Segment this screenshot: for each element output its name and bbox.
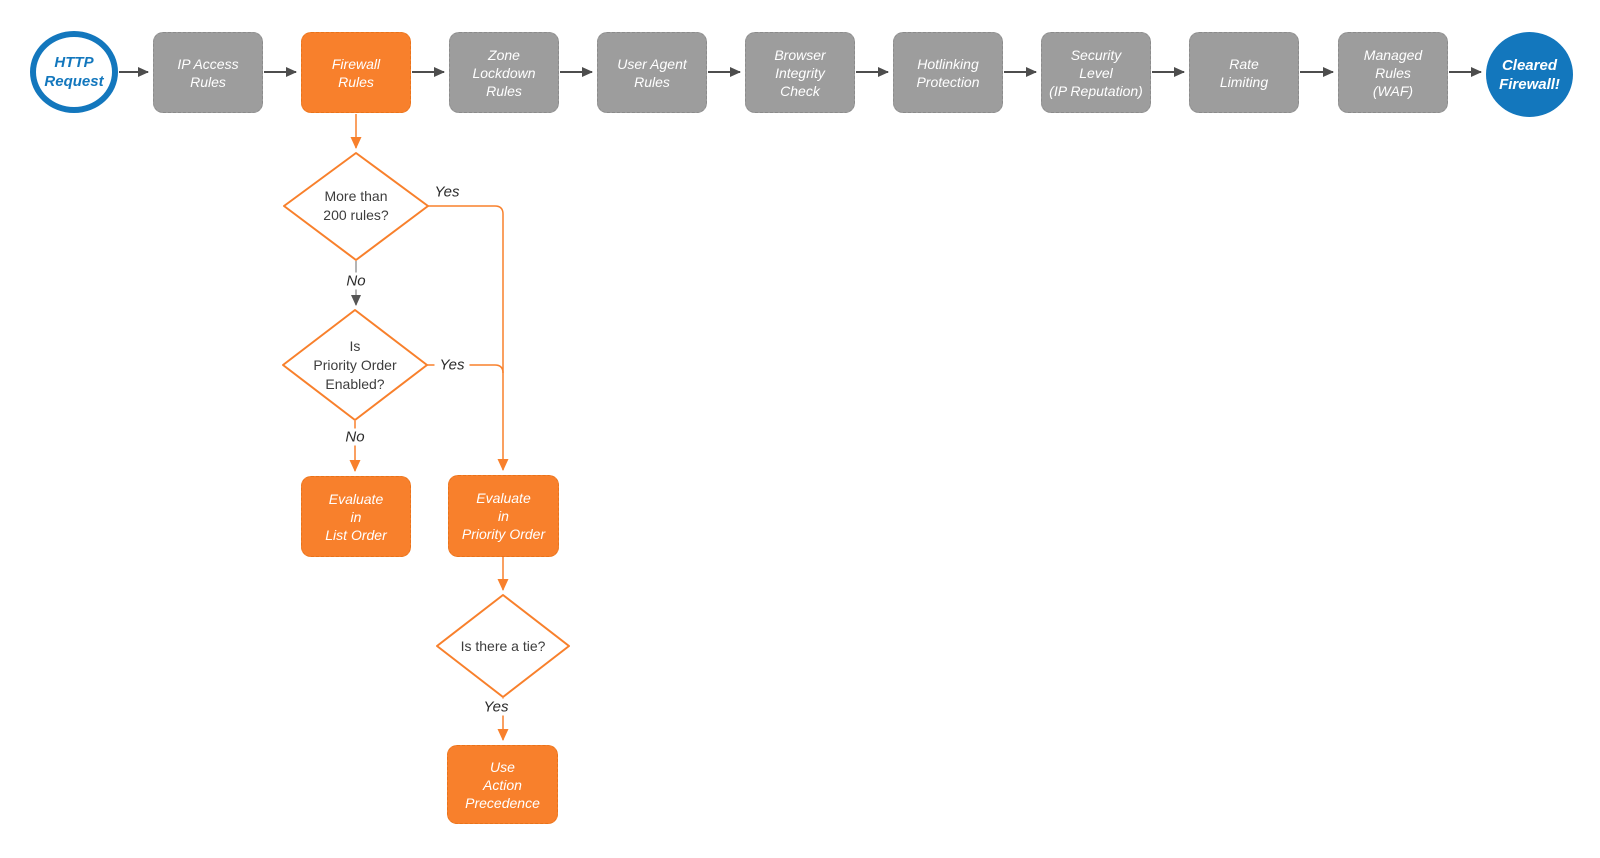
decision-more-than-200-question: More than 200 rules? bbox=[323, 188, 389, 223]
user-agent-rules-node: User Agent Rules bbox=[597, 32, 707, 113]
evaluate-priority-order-node: Evaluate in Priority Order bbox=[448, 475, 559, 557]
decision-priority-enabled-question: Is Priority Order Enabled? bbox=[313, 337, 397, 392]
firewall-rules-node: Firewall Rules bbox=[301, 32, 411, 113]
evaluate-list-order-node: Evaluate in List Order bbox=[301, 476, 411, 557]
decision-priority-enabled-diamond bbox=[282, 309, 428, 421]
use-action-precedence-node: Use Action Precedence bbox=[447, 745, 558, 824]
zone-lockdown-rules-label: Zone Lockdown Rules bbox=[472, 46, 536, 99]
decision-tie-question: Is there a tie? bbox=[460, 637, 546, 654]
hotlinking-protection-node: Hotlinking Protection bbox=[893, 32, 1003, 113]
managed-rules-waf-label: Managed Rules (WAF) bbox=[1363, 46, 1423, 99]
edge-decision-priority-yes bbox=[427, 364, 504, 374]
rate-limiting-label: Rate Limiting bbox=[1219, 55, 1269, 90]
cleared-firewall-label: Cleared Firewall! bbox=[1499, 56, 1560, 93]
edge-label-yes-priority-enabled: Yes bbox=[434, 356, 470, 374]
use-action-precedence-label: Use Action Precedence bbox=[465, 758, 540, 811]
edge-label-no-more-than-200: No bbox=[341, 272, 371, 290]
browser-integrity-check-node: Browser Integrity Check bbox=[745, 32, 855, 113]
security-level-label: Security Level (IP Reputation) bbox=[1049, 46, 1143, 99]
edge-label-yes-tie: Yes bbox=[478, 698, 514, 716]
edge-decision-200-yes bbox=[428, 205, 509, 471]
evaluate-priority-order-label: Evaluate in Priority Order bbox=[461, 490, 546, 542]
ip-access-rules-node: IP Access Rules bbox=[153, 32, 263, 113]
cleared-firewall-node: Cleared Firewall! bbox=[1486, 32, 1573, 117]
edge-label-yes-more-than-200: Yes bbox=[434, 183, 460, 201]
http-request-label: HTTP Request bbox=[44, 54, 104, 90]
browser-integrity-check-label: Browser Integrity Check bbox=[774, 46, 826, 99]
user-agent-rules-label: User Agent Rules bbox=[617, 55, 687, 90]
firewall-rules-label: Firewall Rules bbox=[331, 55, 381, 90]
managed-rules-waf-node: Managed Rules (WAF) bbox=[1338, 32, 1448, 113]
hotlinking-protection-label: Hotlinking Protection bbox=[916, 55, 980, 90]
zone-lockdown-rules-node: Zone Lockdown Rules bbox=[449, 32, 559, 113]
security-level-node: Security Level (IP Reputation) bbox=[1041, 32, 1151, 113]
http-request-node: HTTP Request bbox=[30, 31, 118, 113]
edge-label-no-priority-enabled: No bbox=[340, 428, 370, 446]
decision-more-than-200-diamond bbox=[283, 152, 429, 261]
rate-limiting-node: Rate Limiting bbox=[1189, 32, 1299, 113]
ip-access-rules-label: IP Access Rules bbox=[177, 55, 239, 90]
evaluate-list-order-label: Evaluate in List Order bbox=[325, 490, 387, 543]
decision-tie-diamond bbox=[436, 594, 570, 698]
